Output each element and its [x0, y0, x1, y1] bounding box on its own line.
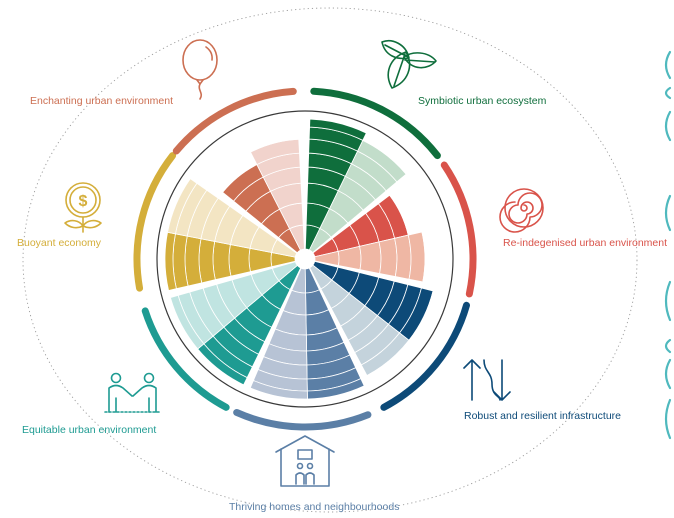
edge-stripe-4	[664, 194, 672, 232]
category-labels: Symbiotic urban ecosystemRe-indegenised …	[17, 95, 667, 513]
leaves-icon	[381, 40, 437, 89]
enchanting-band-light-8	[240, 118, 299, 142]
symbiotic-label: Symbiotic urban ecosystem	[418, 95, 547, 107]
enchanting-label: Enchanting urban environment	[30, 95, 173, 107]
people-handshake-icon	[104, 372, 161, 413]
buoyant-band-dark-4	[212, 240, 232, 281]
inner-ring-line	[156, 110, 454, 408]
reindigenised-band-light-8	[433, 227, 446, 287]
money-plant-icon: $	[64, 182, 102, 233]
buoyant-ring-arc	[133, 152, 177, 292]
buoyant-band-light-8	[167, 178, 198, 235]
equitable-ring-arc	[141, 307, 230, 411]
robust-band-light-8	[366, 339, 416, 384]
edge-stripe-1	[664, 50, 672, 80]
equitable-label: Equitable urban environment	[22, 424, 156, 436]
robust-ring-arc	[380, 301, 470, 411]
enchanting-ring-arc	[172, 87, 297, 155]
arrows-cycle-icon	[463, 359, 511, 401]
outer-dotted-circle	[22, 7, 638, 513]
edge-decoration	[664, 50, 672, 440]
thriving-label: Thriving homes and neighbourhoods	[229, 501, 399, 513]
thriving-band-light-8	[249, 379, 308, 400]
reindigenised-band-light-3	[359, 241, 382, 274]
sector-wedges	[164, 118, 446, 400]
reindigenised-band-light-5	[394, 234, 412, 280]
reindigenised-label: Re-indegenised urban environment	[503, 237, 667, 249]
robust-label: Robust and resilient infrastructure	[464, 410, 621, 422]
buoyant-band-dark-5	[198, 238, 216, 284]
equitable-band-light-8	[169, 294, 205, 350]
edge-stripe-2	[664, 86, 672, 100]
reindigenised-band-light-6	[407, 231, 426, 283]
spiral-icon	[499, 188, 544, 233]
edge-stripe-6	[664, 338, 672, 354]
edge-stripe-5	[664, 280, 672, 322]
category-rings	[133, 87, 477, 431]
edge-stripe-8	[664, 398, 672, 440]
reindigenised-band-light-4	[378, 237, 398, 278]
reindigenised-ring-arc	[440, 161, 477, 298]
edge-stripe-7	[664, 358, 672, 390]
symbiotic-band-light-8	[362, 132, 413, 175]
house-family-icon	[275, 435, 335, 487]
symbiotic-ring-arc	[310, 87, 441, 160]
buoyant-label: Buoyant economy	[17, 237, 102, 249]
buoyant-band-dark-3	[228, 244, 251, 277]
thriving-ring-arc	[233, 408, 372, 431]
edge-stripe-3	[664, 110, 672, 142]
balloon-icon	[182, 39, 218, 100]
buoyant-band-dark-6	[184, 235, 203, 287]
svg-text:$: $	[79, 193, 88, 210]
